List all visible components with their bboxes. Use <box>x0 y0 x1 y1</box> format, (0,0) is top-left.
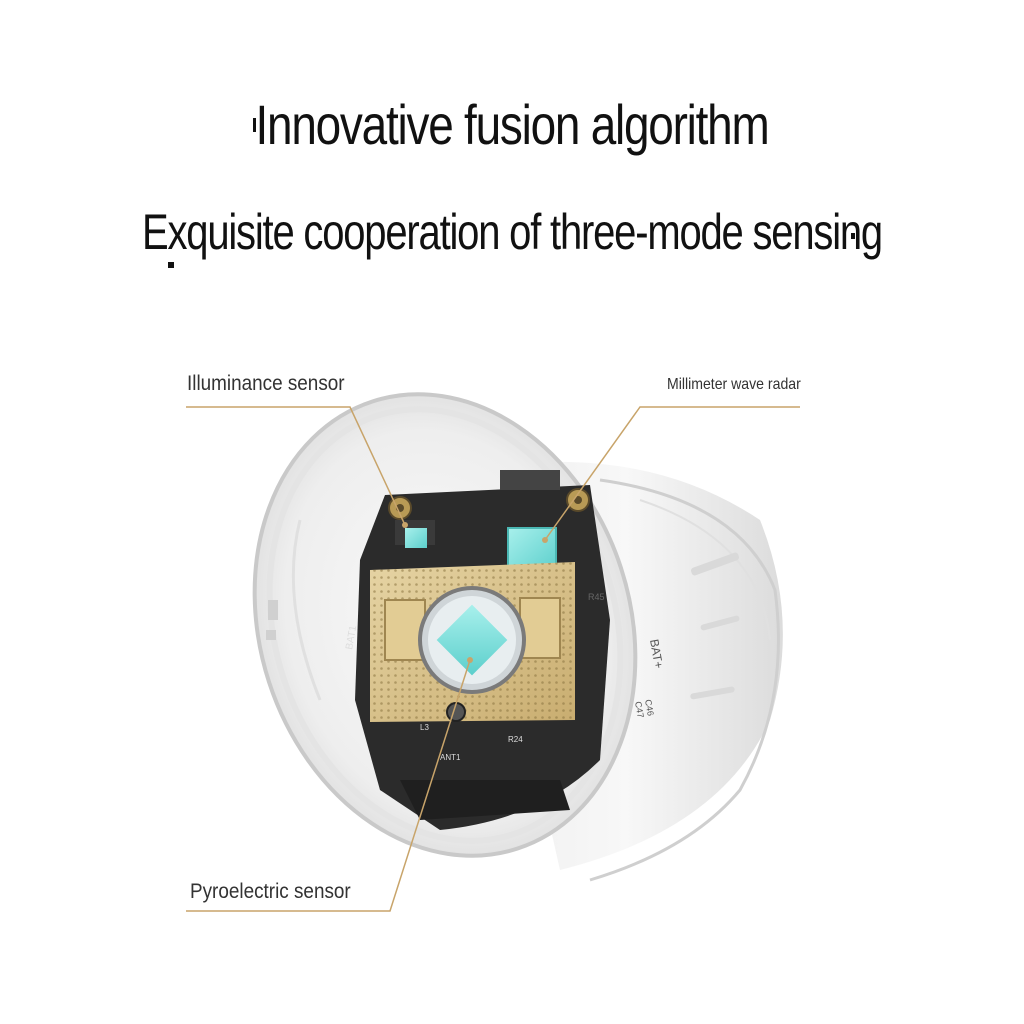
illuminance-chip <box>405 528 427 548</box>
silk-res: R45 <box>588 592 605 602</box>
callout-illuminance-sensor: Illuminance sensor <box>187 372 345 395</box>
mount-screws <box>388 488 590 722</box>
callout-dot <box>542 537 548 543</box>
silk-l3: L3 <box>420 723 429 732</box>
callout-dot <box>402 522 408 528</box>
silk-c47: C47 <box>633 701 646 719</box>
artifact-mark <box>168 262 174 268</box>
artifact-mark <box>253 118 256 132</box>
headline-subtitle: Exquisite cooperation of three-mode sens… <box>142 204 883 260</box>
callout-millimeter-wave-radar: Millimeter wave radar <box>667 376 801 393</box>
silk-bat-left: BAT1 <box>344 624 359 650</box>
callout-pyroelectric-sensor: Pyroelectric sensor <box>190 880 351 903</box>
callout-dot <box>467 657 473 663</box>
headline-title: Innovative fusion algorithm <box>255 93 769 156</box>
silk-bat-right: BAT+ <box>647 638 666 669</box>
callout-line-radar <box>544 406 800 541</box>
callout-lines <box>186 406 800 912</box>
silk-ant: ANT1 <box>440 753 461 762</box>
silk-r24: R24 <box>508 735 523 744</box>
pyroelectric-lens <box>418 586 526 694</box>
callout-line-illuminance <box>186 406 406 526</box>
silk-c46: C46 <box>643 699 656 717</box>
artifact-mark <box>851 233 855 239</box>
callout-line-pyroelectric <box>186 659 471 912</box>
